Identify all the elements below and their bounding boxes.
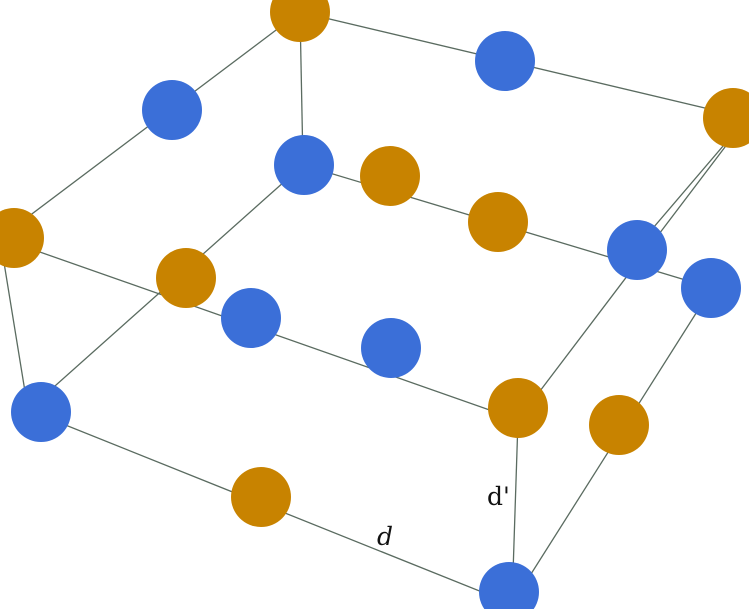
orange-atoms bbox=[0, 0, 749, 527]
cell-edges bbox=[0, 11, 748, 605]
orange-atom bbox=[703, 88, 749, 148]
blue-atom bbox=[681, 258, 741, 318]
edge-left-vertical bbox=[0, 237, 29, 411]
blue-atom bbox=[475, 31, 535, 91]
orange-atom bbox=[360, 146, 420, 206]
orange-atom bbox=[589, 395, 649, 455]
blue-atom bbox=[479, 562, 539, 609]
label-d: d bbox=[377, 522, 393, 551]
blue-atom bbox=[11, 382, 71, 442]
blue-atom bbox=[221, 288, 281, 348]
blue-atom bbox=[607, 220, 667, 280]
orange-atom bbox=[468, 192, 528, 252]
blue-atom bbox=[142, 80, 202, 140]
blue-atoms bbox=[11, 31, 741, 609]
orange-atom bbox=[156, 248, 216, 308]
label-d-prime: d' bbox=[487, 482, 510, 511]
orange-atom bbox=[231, 467, 291, 527]
orange-atom bbox=[270, 0, 330, 42]
blue-atom bbox=[274, 135, 334, 195]
orange-atom bbox=[0, 208, 44, 268]
orange-atom bbox=[488, 378, 548, 438]
blue-atom bbox=[361, 318, 421, 378]
